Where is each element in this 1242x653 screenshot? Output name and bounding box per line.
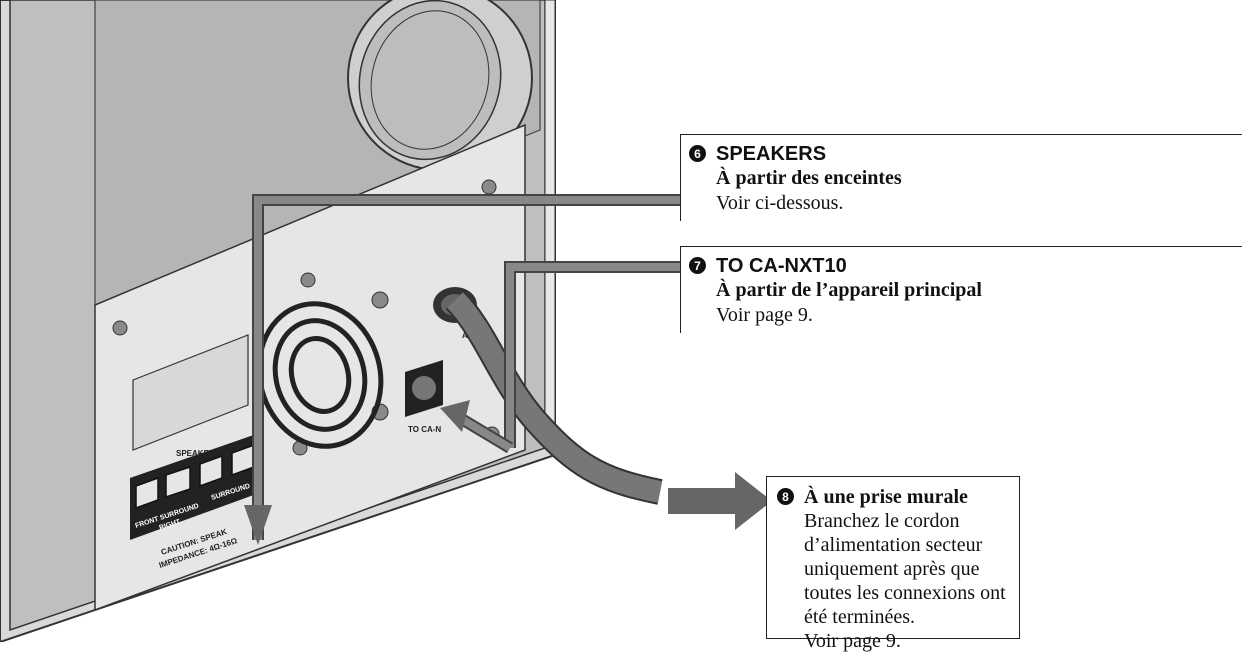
callout-8-line: uniquement après que [804,558,980,580]
arrow-to-wall-outlet [668,472,772,530]
connection-panel: AC IN TO CA-N SPEAKERS FRONT SURROUND RI… [94,123,526,612]
callout-8-line: été terminées. [804,606,916,628]
callout-system-connector: 7 TO CA-NXT10 À partir de l’appareil pri… [680,246,1242,333]
callout-8-line: toutes les connexions ont [804,582,1006,604]
arrow-head-system [440,400,470,432]
callout-7-text: Voir page 9. [716,304,813,326]
speakers-panel-label: SPEAKERS [176,449,221,458]
callout-number-7: 7 [689,257,706,274]
callout-7-heading: TO CA-NXT10 [716,255,847,277]
callout-8-line: Branchez le cordon [804,510,960,532]
callout-speakers: 6 SPEAKERS À partir des enceintes Voir c… [680,134,1242,221]
callout-wall-outlet: 8 À une prise murale Branchez le cordon … [766,476,1020,652]
to-ca-label: TO CA-N [408,425,441,434]
callout-8-line: d’alimentation secteur [804,534,983,556]
arrow-head-speakers [244,505,272,545]
callout-6-heading: SPEAKERS [716,143,827,165]
callout-7-subheading: À partir de l’appareil principal [716,279,982,301]
callout-6-subheading: À partir des enceintes [716,167,902,189]
callout-8-heading: À une prise murale [804,486,968,508]
callout-number-8: 8 [777,488,794,505]
speaker-terminal-block [130,432,262,540]
callout-6-text: Voir ci-dessous. [716,192,844,214]
callout-8-line: Voir page 9. [804,630,901,652]
callout-number-6: 6 [689,145,706,162]
speaker-terminal [135,443,255,510]
